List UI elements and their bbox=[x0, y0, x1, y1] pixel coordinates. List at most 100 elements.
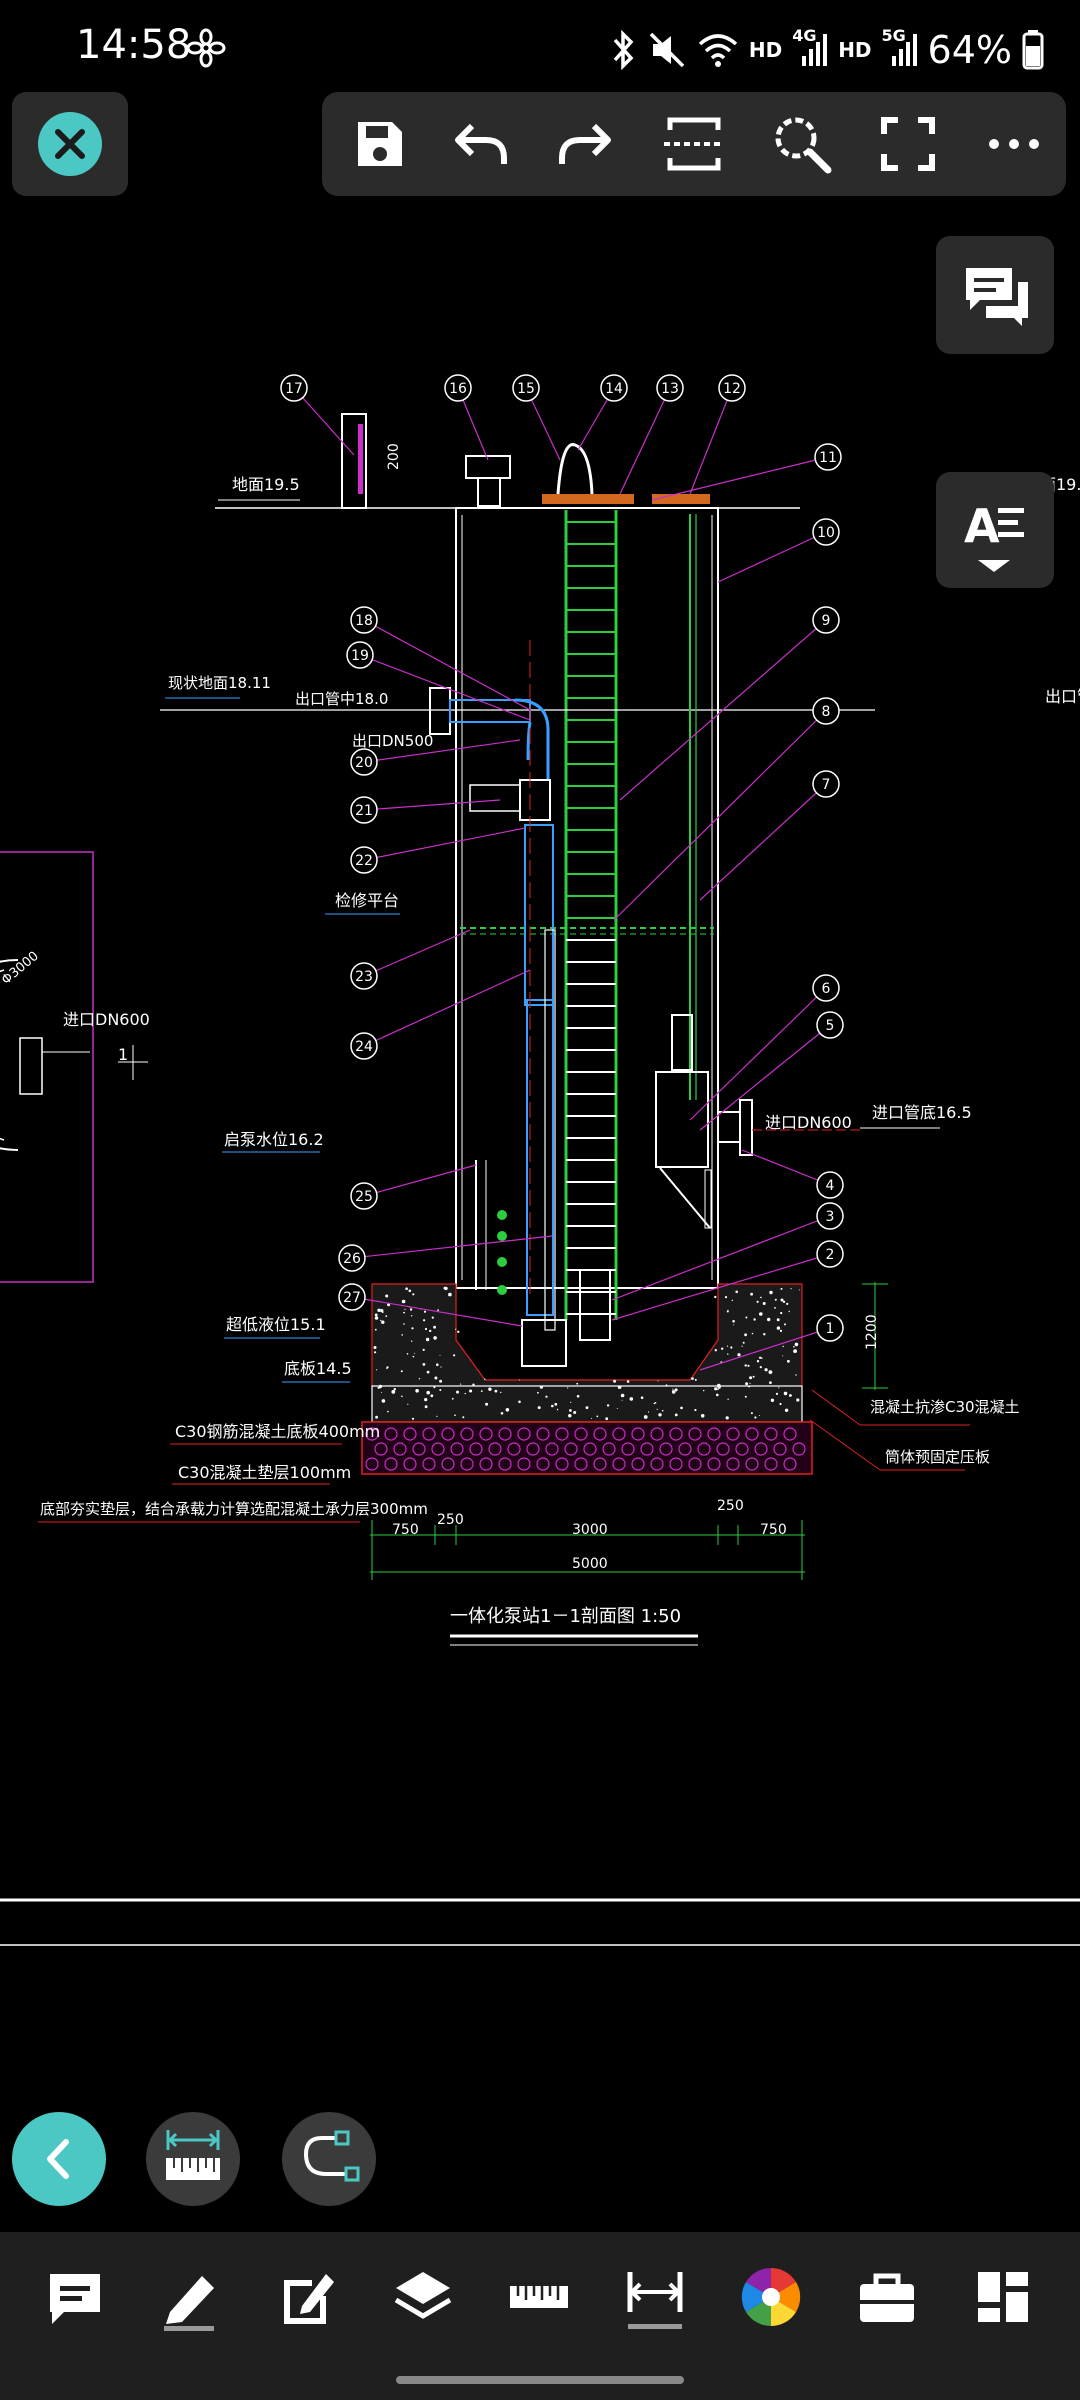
callout-circle bbox=[812, 974, 840, 1002]
measure-distance-button[interactable] bbox=[146, 2112, 240, 2206]
concrete-aggregate bbox=[439, 1379, 443, 1383]
gravel-mark bbox=[460, 1457, 474, 1471]
arc-label: Φ3000 bbox=[0, 949, 42, 988]
concrete-aggregate bbox=[412, 1293, 415, 1296]
callout-circle bbox=[816, 1011, 844, 1039]
dimension-icon[interactable] bbox=[620, 2262, 690, 2332]
concrete-aggregate bbox=[386, 1367, 388, 1370]
edit-icon[interactable] bbox=[272, 2262, 342, 2332]
concrete-aggregate bbox=[424, 1398, 428, 1402]
dim-5000: 5000 bbox=[572, 1556, 608, 1572]
annotation-icon[interactable] bbox=[40, 2262, 110, 2332]
concrete-aggregate bbox=[519, 1379, 521, 1381]
concrete-aggregate bbox=[585, 1406, 589, 1409]
level-bottom: 底板14.5 bbox=[284, 1359, 352, 1378]
level-start-pump: 启泵水位16.2 bbox=[224, 1130, 324, 1149]
callout-number: 23 bbox=[355, 969, 373, 985]
home-indicator[interactable] bbox=[396, 2376, 684, 2384]
signal-5g-icon: 5G bbox=[882, 26, 918, 70]
fullscreen-icon[interactable] bbox=[874, 110, 942, 178]
concrete-aggregate bbox=[385, 1315, 388, 1317]
gravel-mark bbox=[555, 1427, 569, 1441]
concrete-aggregate bbox=[759, 1366, 762, 1369]
ladder bbox=[564, 510, 618, 1320]
concrete-aggregate bbox=[721, 1347, 724, 1350]
gravel-mark bbox=[536, 1457, 550, 1471]
concrete-aggregate bbox=[596, 1415, 599, 1418]
concrete-aggregate bbox=[741, 1345, 743, 1347]
concrete-aggregate bbox=[759, 1312, 763, 1316]
crop-region-icon[interactable] bbox=[660, 110, 728, 178]
concrete-aggregate bbox=[374, 1328, 377, 1331]
concrete-aggregate bbox=[629, 1397, 634, 1401]
callout-number: 22 bbox=[355, 853, 373, 869]
callout-circle bbox=[718, 374, 746, 402]
callout-number: 19 bbox=[351, 648, 369, 664]
note-base: 底部夯实垫层，结合承载力计算选配混凝土承力层300mm bbox=[40, 1500, 428, 1518]
gravel-mark bbox=[412, 1442, 426, 1456]
more-icon[interactable] bbox=[980, 110, 1048, 178]
callout-circle bbox=[812, 770, 840, 798]
note-concrete: 混凝土抗渗C30混凝土 bbox=[870, 1398, 1020, 1416]
mute-icon bbox=[649, 32, 685, 68]
gravel-mark bbox=[631, 1427, 645, 1441]
concrete-aggregate bbox=[433, 1336, 437, 1340]
callout-leader bbox=[699, 1327, 831, 1371]
callout-leader bbox=[351, 1296, 523, 1327]
callout-leader bbox=[363, 619, 531, 711]
concrete-aggregate bbox=[380, 1319, 382, 1322]
concrete-aggregate bbox=[733, 1324, 735, 1326]
close-button[interactable] bbox=[12, 92, 128, 196]
polyline-measure-button[interactable] bbox=[282, 2112, 376, 2206]
concrete-aggregate bbox=[573, 1411, 577, 1414]
ruler-icon[interactable] bbox=[504, 2262, 574, 2332]
concrete-aggregate bbox=[378, 1384, 383, 1389]
undo-icon[interactable] bbox=[446, 110, 514, 178]
text-style-button[interactable]: A bbox=[936, 472, 1054, 588]
callout-leader bbox=[363, 799, 501, 811]
pen-icon[interactable] bbox=[156, 2262, 226, 2332]
concrete-aggregate bbox=[793, 1349, 797, 1353]
redo-icon[interactable] bbox=[552, 110, 620, 178]
color-wheel-icon[interactable] bbox=[736, 2262, 806, 2332]
grid-apps-icon[interactable] bbox=[968, 2262, 1038, 2332]
measure-distance-icon bbox=[166, 2130, 220, 2180]
concrete-aggregate bbox=[436, 1415, 438, 1417]
concrete-aggregate bbox=[376, 1369, 378, 1371]
gravel-mark bbox=[783, 1457, 797, 1471]
dim-1200: 1200 bbox=[864, 1314, 880, 1350]
callout-circle bbox=[812, 518, 840, 546]
level-ground: 地面19.5 bbox=[232, 475, 300, 494]
gravel-mark bbox=[688, 1427, 702, 1441]
concrete-aggregate bbox=[412, 1355, 415, 1358]
zoom-search-icon[interactable] bbox=[768, 110, 836, 178]
concrete-aggregate bbox=[717, 1388, 719, 1391]
concrete-aggregate bbox=[606, 1404, 610, 1407]
concrete-aggregate bbox=[505, 1408, 510, 1412]
cad-drawing-canvas[interactable]: Φ3000 进口DN600 1 地面19.5 面19. 出口管 出口管中18.0… bbox=[0, 200, 1080, 2100]
concrete-aggregate bbox=[569, 1409, 572, 1412]
toolbox-icon[interactable] bbox=[852, 2262, 922, 2332]
gravel-mark bbox=[764, 1427, 778, 1441]
callout-leader bbox=[613, 710, 827, 921]
concrete-aggregate bbox=[431, 1316, 434, 1319]
back-button[interactable] bbox=[12, 2112, 106, 2206]
label-outlet-dn: 出口DN500 bbox=[352, 732, 433, 750]
concrete-aggregate bbox=[754, 1416, 757, 1419]
save-icon[interactable] bbox=[346, 110, 414, 178]
callout-circle bbox=[816, 1314, 844, 1342]
label-inlet-dn-right: 进口DN600 bbox=[765, 1113, 852, 1132]
concrete-aggregate bbox=[747, 1364, 750, 1367]
callout-number: 20 bbox=[355, 755, 373, 771]
concrete-aggregate bbox=[616, 1408, 618, 1410]
gravel-mark bbox=[650, 1427, 664, 1441]
comments-button[interactable] bbox=[936, 236, 1054, 354]
callout-number: 7 bbox=[822, 777, 831, 793]
callout-leader bbox=[363, 827, 526, 861]
callout-number: 8 bbox=[822, 704, 831, 720]
gravel-mark bbox=[564, 1442, 578, 1456]
callout-number: 1 bbox=[826, 1321, 835, 1337]
layers-icon[interactable] bbox=[388, 2262, 458, 2332]
concrete-aggregate bbox=[703, 1389, 705, 1392]
concrete-aggregate bbox=[500, 1391, 502, 1394]
